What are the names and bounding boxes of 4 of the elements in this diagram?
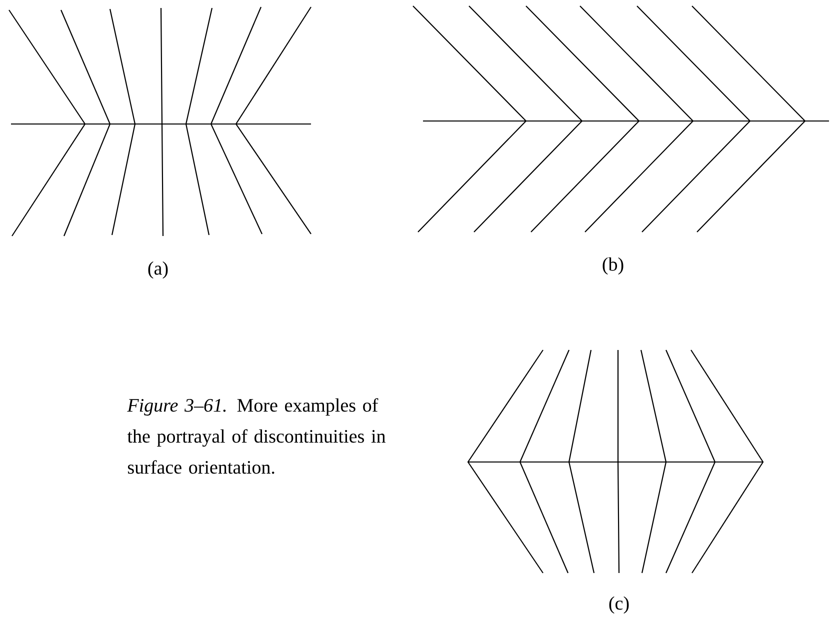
panel-label: (b) (602, 257, 624, 275)
panel-label: (a) (148, 261, 168, 279)
figure-caption: Figure 3–61. More examples of the portrayal of discontinuities in surface orientation. (127, 398, 386, 474)
panel-label: (c) (609, 596, 629, 614)
